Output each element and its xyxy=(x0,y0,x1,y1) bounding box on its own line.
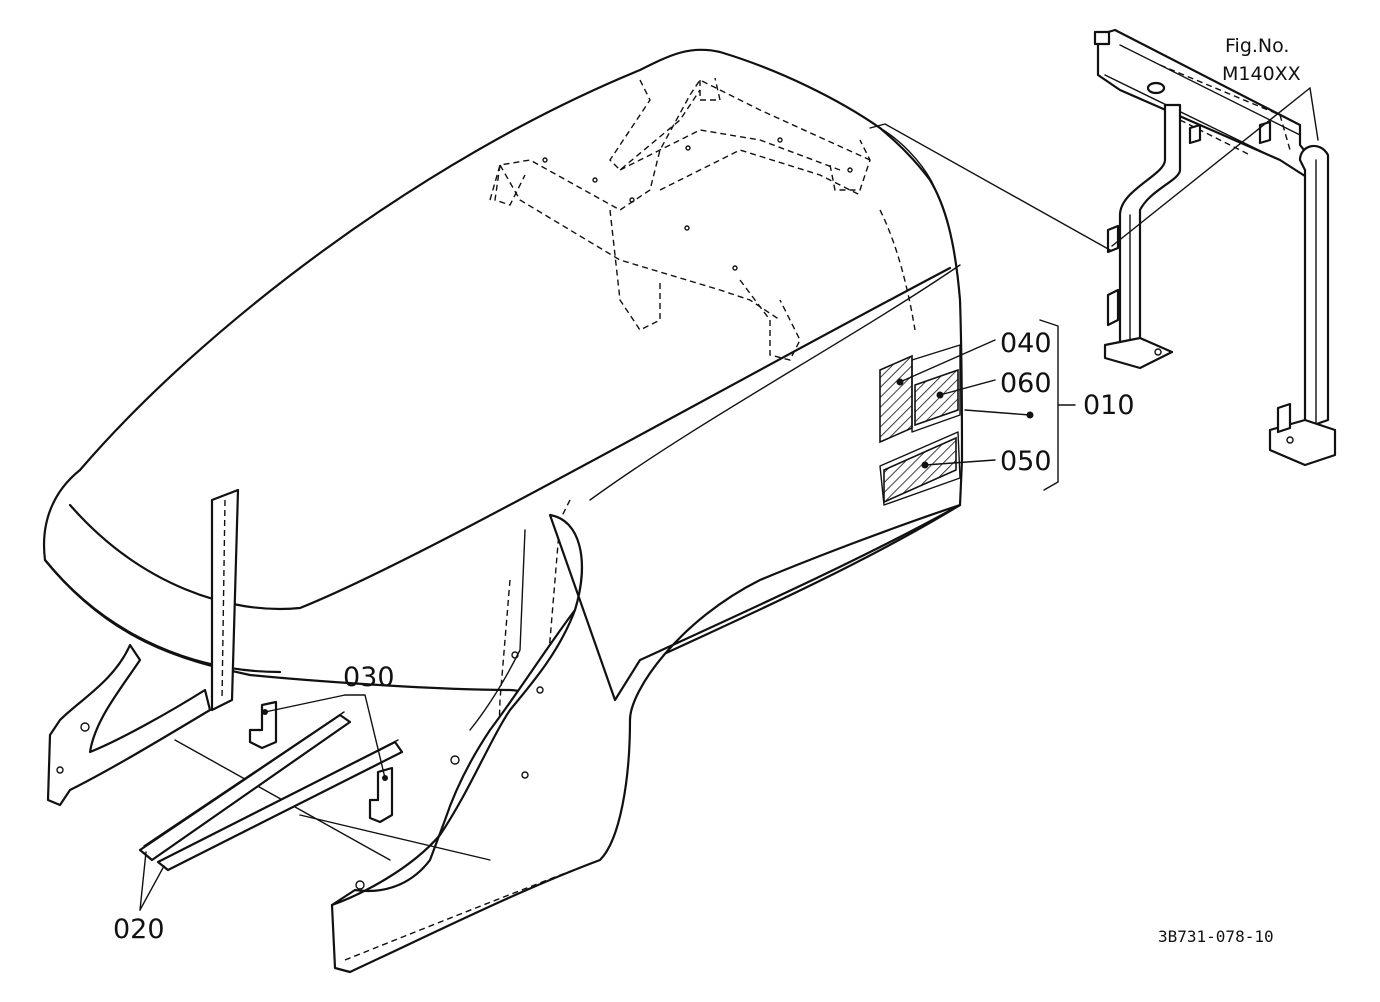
clips xyxy=(248,700,394,824)
hood-rear-top xyxy=(879,127,941,201)
callout-020: 020 xyxy=(113,914,165,945)
seal-strips xyxy=(138,711,404,872)
frame-right-foot xyxy=(1268,418,1337,467)
figure-ref-line2: M140XX xyxy=(1222,63,1301,85)
callout-010-dot xyxy=(1026,411,1034,419)
left-panel-seam xyxy=(221,499,226,701)
callout-010-bracket xyxy=(1039,319,1059,491)
skirt-inner-edge xyxy=(330,608,577,907)
frame-left-tab xyxy=(1106,288,1120,327)
figure-ref-line1: Fig.No. xyxy=(1225,35,1289,57)
callout-010-leader xyxy=(964,409,1031,416)
figref-leader-a xyxy=(1111,87,1311,247)
clip-right xyxy=(368,766,394,824)
figref-leader-b xyxy=(1309,87,1319,141)
callout-040: 040 xyxy=(1000,328,1052,359)
frame-reference-line xyxy=(869,123,1111,251)
callout-020-leader-a xyxy=(139,851,147,911)
hood-assembly xyxy=(43,48,964,974)
hood-crease-front xyxy=(68,266,952,611)
callout-060-leader xyxy=(939,379,996,396)
callout-030-leader xyxy=(344,694,386,779)
hood-top-shell xyxy=(43,48,964,702)
decal-050-frame xyxy=(879,431,961,506)
callout-060: 060 xyxy=(1000,368,1052,399)
callout-050-leader xyxy=(924,459,996,466)
clip-left xyxy=(248,700,278,750)
hood-inner-frame xyxy=(489,77,916,881)
frame-end-cap xyxy=(1093,30,1111,46)
frame-right-tab xyxy=(1276,402,1292,434)
decals xyxy=(879,344,961,506)
left-front-bracket xyxy=(46,643,212,807)
left-side-panel xyxy=(210,488,240,712)
frame-right-leg xyxy=(1298,144,1330,430)
hood-side-crease xyxy=(589,264,961,501)
callout-030: 030 xyxy=(343,662,395,693)
callout-020-leader-b xyxy=(139,865,165,911)
callout-050: 050 xyxy=(1000,446,1052,477)
decal-050 xyxy=(883,436,957,504)
decal-060 xyxy=(914,368,959,427)
guide-line-b xyxy=(299,814,491,861)
frame-left-leg xyxy=(1118,103,1182,347)
decal-040 xyxy=(879,354,913,444)
leader-lines xyxy=(139,87,1319,911)
decal-060-frame xyxy=(911,344,961,433)
callout-040-leader xyxy=(899,339,996,383)
hood-lower-edge xyxy=(43,558,282,674)
frame-left-foot xyxy=(1103,336,1174,370)
drawing-number: 3B731-078-10 xyxy=(1158,927,1274,946)
callout-010: 010 xyxy=(1083,390,1135,421)
skirt-inner-fold xyxy=(469,529,526,731)
mounting-frame xyxy=(1093,28,1337,467)
skirt-bottom-hem xyxy=(344,859,601,961)
frame-bolt xyxy=(1146,81,1166,95)
labels: Fig.No. M140XX 040 060 010 050 030 020 3… xyxy=(113,35,1301,946)
